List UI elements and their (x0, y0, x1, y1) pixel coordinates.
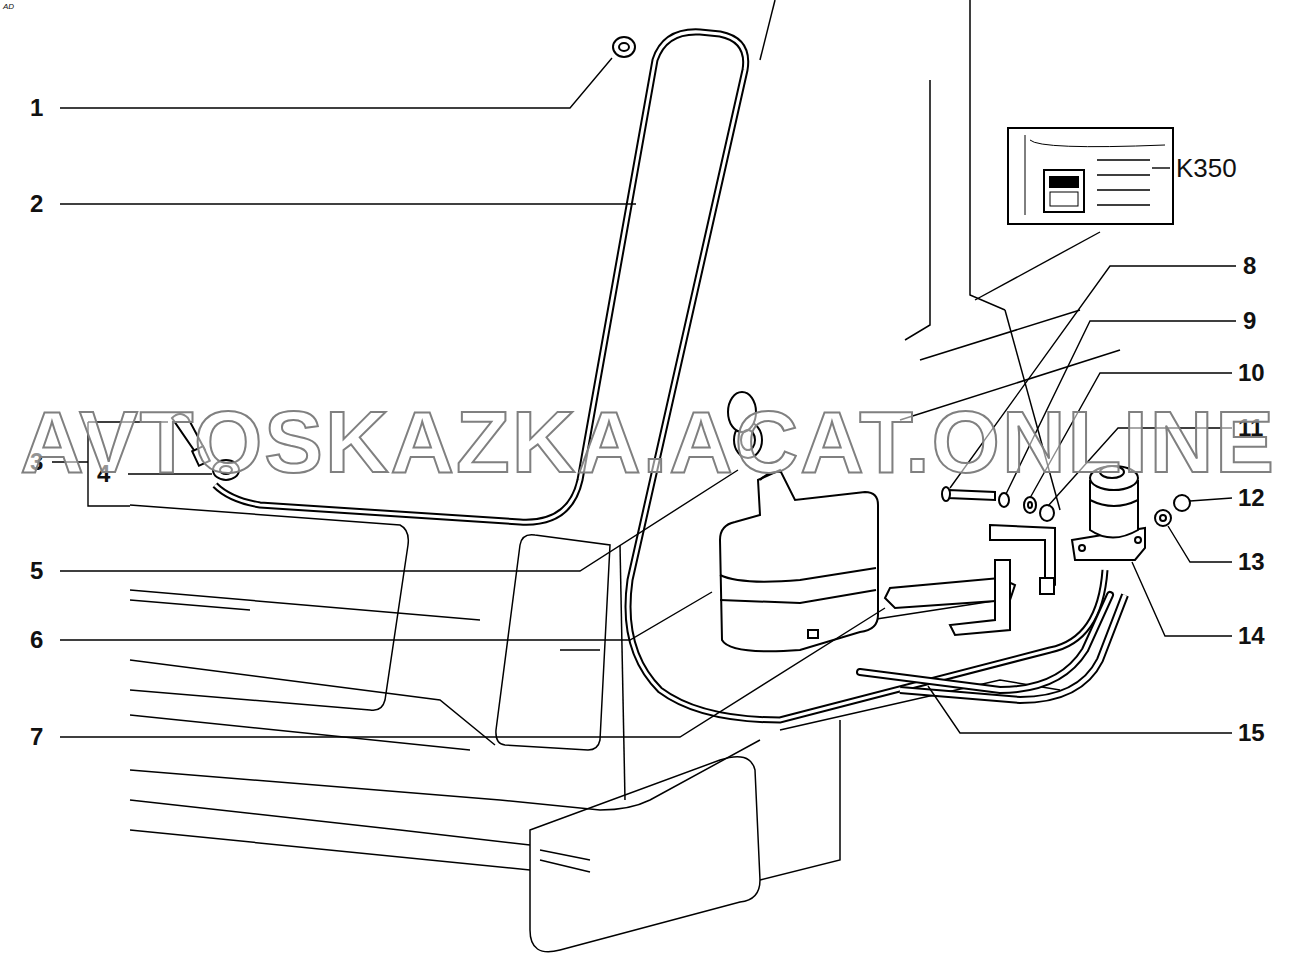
callout-number: 9 (1243, 308, 1256, 334)
watermark: AVTOSKAZKA.ACAT.ONLINE (20, 394, 1276, 491)
callout-number: 6 (30, 627, 43, 653)
callout-number: 14 (1238, 623, 1265, 649)
callout-number: 7 (30, 724, 43, 750)
callout-number: 2 (30, 191, 43, 217)
callout-number: 13 (1238, 549, 1265, 575)
mounting-bracket (885, 525, 1055, 635)
grommet (613, 37, 635, 57)
callout-number: 15 (1238, 720, 1265, 746)
callout-number: 8 (1243, 253, 1256, 279)
callout-number: 5 (30, 558, 43, 584)
callout-number: AD (3, 3, 14, 12)
reference-code: K350 (1176, 154, 1237, 183)
callout-number: 1 (30, 95, 43, 121)
switch-inset (1008, 128, 1173, 224)
callout-number: 10 (1238, 360, 1265, 386)
fasteners (942, 487, 1190, 526)
